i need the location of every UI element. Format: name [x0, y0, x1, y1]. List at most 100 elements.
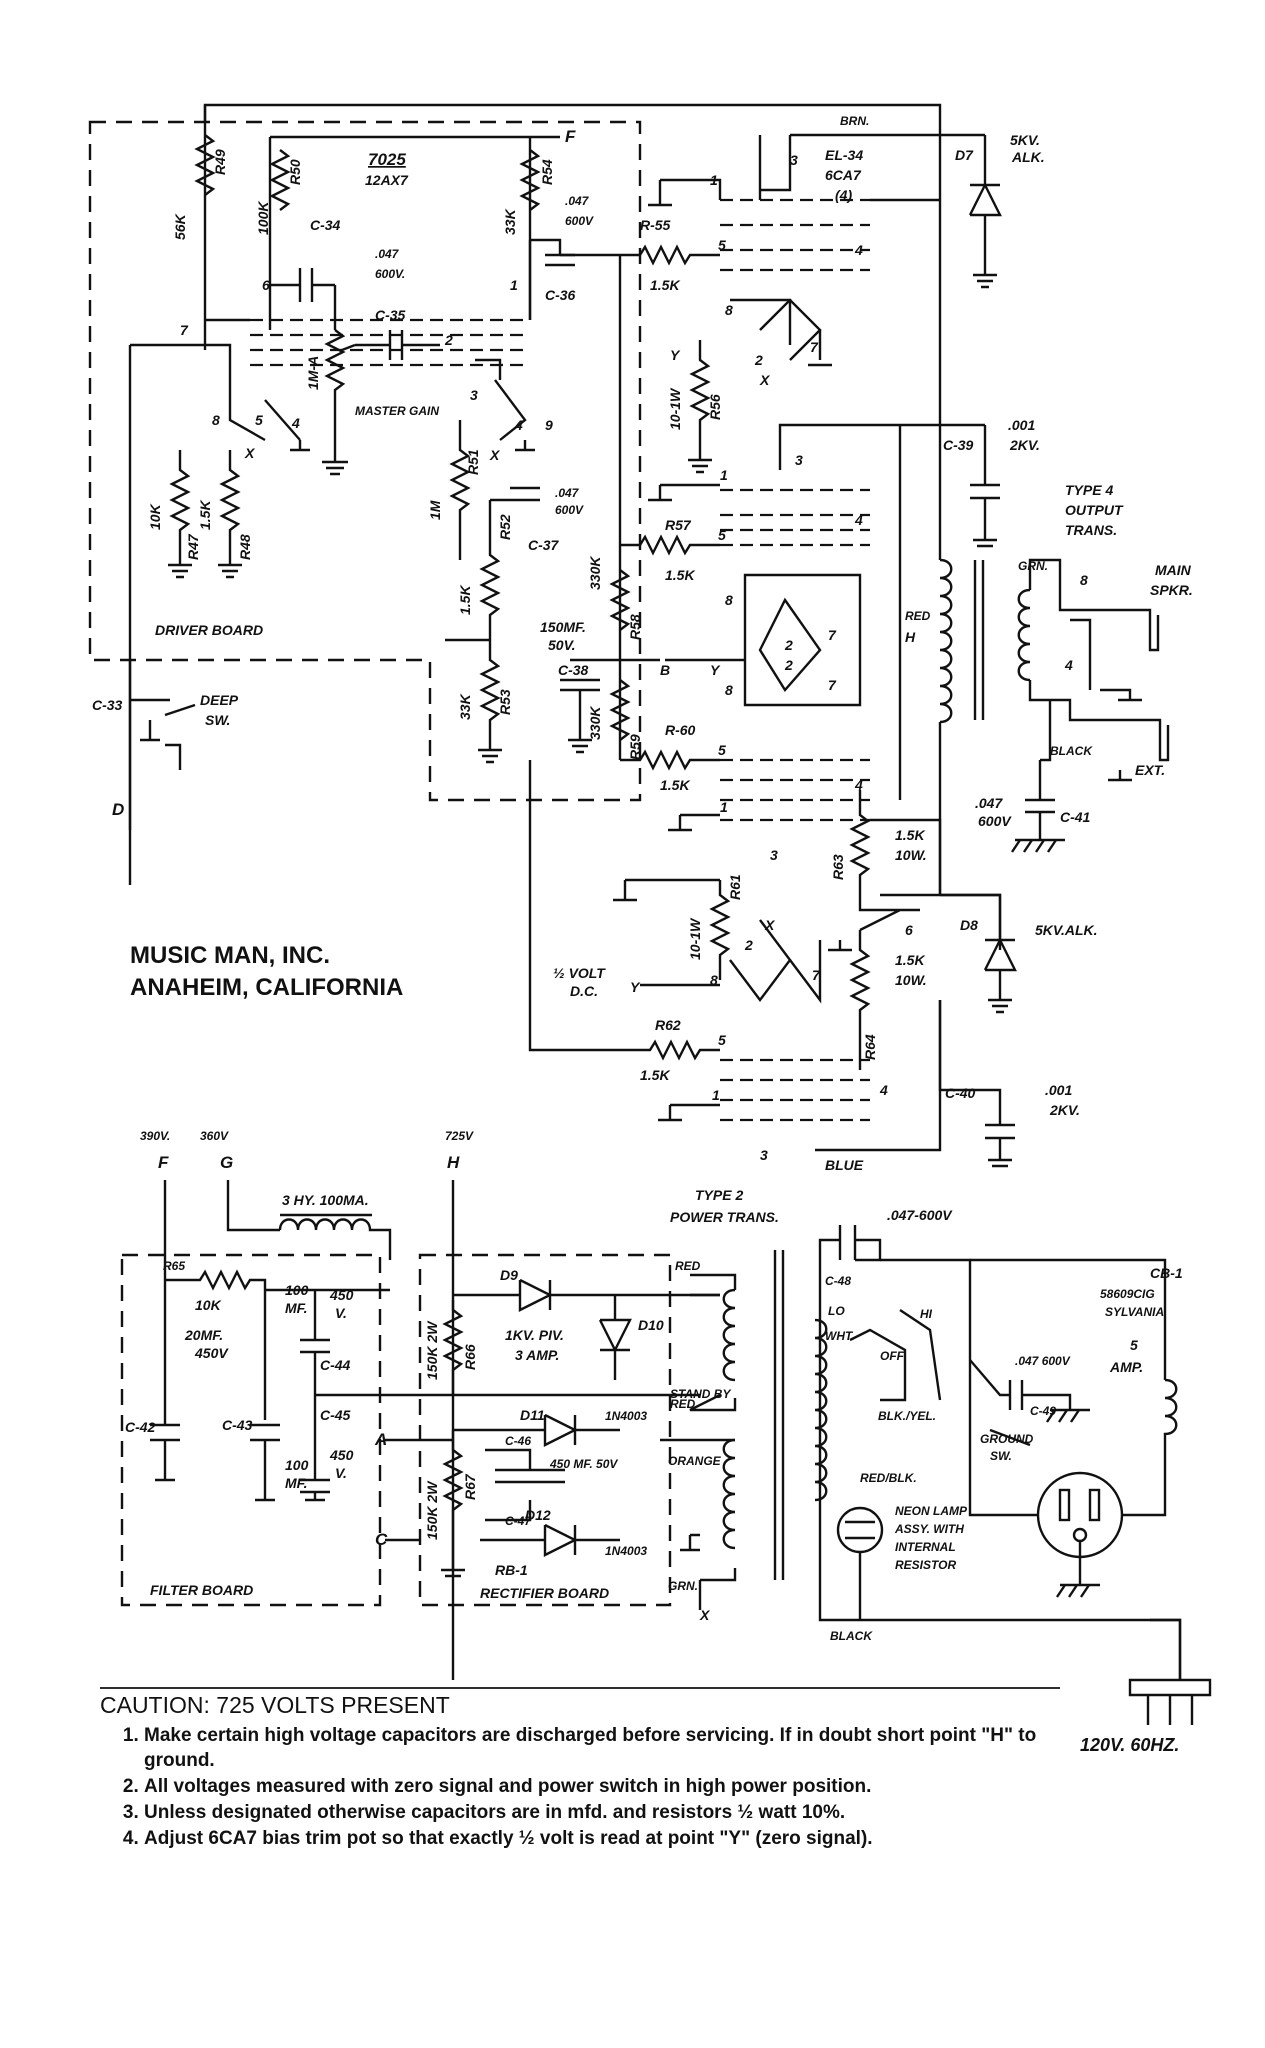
svg-text:C-39: C-39	[943, 437, 974, 453]
bias-check-point: ½ VOLT D.C. Y	[553, 965, 720, 999]
svg-text:2KV.: 2KV.	[1009, 437, 1040, 453]
capacitor-c40: C-40 .001 2KV.	[938, 1000, 1080, 1168]
svg-text:OUTPUT: OUTPUT	[1065, 502, 1124, 518]
svg-text:725V: 725V	[445, 1129, 474, 1143]
svg-text:C-45: C-45	[320, 1407, 351, 1423]
notes-list: Make certain high voltage capacitors are…	[100, 1723, 1060, 1851]
supply-node-labels: 390V. 360V 725V F G H A C	[140, 1129, 474, 1549]
svg-text:.047 600V: .047 600V	[1015, 1354, 1071, 1368]
resistor-r51: 1M R51	[427, 420, 481, 560]
resistor-r48: 1.5K R48	[197, 450, 253, 579]
capacitor-c45: 100 MF. 450 V. C-45	[285, 1395, 354, 1502]
svg-text:600V: 600V	[555, 503, 584, 517]
svg-text:BLACK: BLACK	[1050, 744, 1093, 758]
svg-text:TYPE 2: TYPE 2	[695, 1187, 743, 1203]
svg-text:6: 6	[262, 277, 270, 293]
svg-text:WHT.: WHT.	[825, 1329, 855, 1343]
diodes-d11-d12: D11 D12 1N4003 1N4003	[453, 1407, 647, 1558]
bias-network: 330K R58 330K R59 150MF. 50V. C-38 B	[540, 556, 670, 760]
svg-text:R65: R65	[163, 1259, 185, 1273]
svg-text:BLUE: BLUE	[825, 1157, 864, 1173]
svg-text:8: 8	[212, 412, 220, 428]
svg-text:450 MF. 50V: 450 MF. 50V	[549, 1457, 618, 1471]
svg-text:RED: RED	[670, 1397, 696, 1411]
svg-text:R-55: R-55	[640, 217, 671, 233]
resistor-r62: R62 1.5K 5	[528, 770, 726, 1083]
svg-text:.047: .047	[375, 247, 400, 261]
svg-text:1.5K: 1.5K	[640, 1067, 670, 1083]
svg-text:1: 1	[720, 799, 728, 815]
svg-text:1: 1	[510, 277, 518, 293]
svg-text:600V: 600V	[978, 813, 1012, 829]
svg-text:7: 7	[828, 627, 837, 643]
master-gain-pot: 1M-A MASTER GAIN	[305, 285, 439, 476]
diode-d8: D8 5KV.ALK.	[940, 893, 1098, 1014]
resistor-r47: 10K R47	[147, 450, 201, 579]
svg-text:1.5K: 1.5K	[650, 277, 680, 293]
capacitor-c35: C-35	[355, 307, 440, 360]
svg-text:6CA7: 6CA7	[825, 167, 862, 183]
svg-text:4: 4	[879, 1082, 888, 1098]
svg-text:7: 7	[810, 339, 819, 355]
svg-text:R50: R50	[287, 159, 303, 185]
svg-text:POWER TRANS.: POWER TRANS.	[670, 1209, 779, 1225]
resistor-r49: 56K R49	[172, 134, 228, 240]
svg-text:R56: R56	[707, 394, 723, 420]
svg-text:V.: V.	[335, 1305, 347, 1321]
svg-text:360V: 360V	[200, 1129, 229, 1143]
svg-text:C-49: C-49	[1030, 1404, 1056, 1418]
svg-text:5: 5	[718, 1032, 726, 1048]
svg-text:10-1W: 10-1W	[667, 387, 683, 430]
svg-text:1.5K: 1.5K	[197, 500, 213, 530]
svg-text:150K 2W: 150K 2W	[424, 1320, 440, 1380]
driver-left-wiring: 7 6 1 2	[128, 277, 518, 885]
svg-text:5: 5	[718, 237, 726, 253]
svg-text:C-40: C-40	[945, 1085, 976, 1101]
svg-text:4: 4	[854, 242, 863, 258]
svg-text:TRANS.: TRANS.	[1065, 522, 1117, 538]
svg-text:1N4003: 1N4003	[605, 1544, 647, 1558]
note-item: Make certain high voltage capacitors are…	[144, 1723, 1060, 1773]
svg-text:.047: .047	[975, 795, 1003, 811]
company-location: ANAHEIM, CALIFORNIA	[130, 974, 404, 1001]
svg-text:1.5K: 1.5K	[660, 777, 690, 793]
svg-text:20MF.: 20MF.	[184, 1327, 223, 1343]
svg-text:C-37: C-37	[528, 537, 560, 553]
rectifier-board-label: RECTIFIER BOARD	[480, 1585, 609, 1601]
svg-text:D.C.: D.C.	[570, 983, 598, 999]
svg-text:3: 3	[470, 387, 478, 403]
resistor-r55: R-55 1.5K 5	[560, 217, 726, 293]
svg-text:33K: 33K	[457, 693, 473, 720]
svg-text:330K: 330K	[587, 556, 603, 590]
svg-text:8: 8	[725, 682, 733, 698]
svg-text:DEEP: DEEP	[200, 692, 239, 708]
svg-text:R62: R62	[655, 1017, 681, 1033]
resistor-r67: 150K 2W R67	[385, 1430, 478, 1578]
svg-text:F: F	[158, 1153, 169, 1172]
svg-text:56K: 56K	[172, 213, 188, 240]
svg-text:.047: .047	[555, 486, 580, 500]
output-tube-2: 3 1 4	[648, 423, 940, 547]
diode-d9-d10: D9 D10 1KV. PIV. 3 AMP.	[453, 1267, 720, 1380]
svg-text:X: X	[759, 372, 771, 388]
svg-text:R67: R67	[462, 1473, 478, 1500]
svg-text:C-34: C-34	[310, 217, 341, 233]
svg-text:C: C	[375, 1530, 388, 1549]
svg-text:X: X	[244, 445, 256, 461]
svg-text:10K: 10K	[195, 1297, 222, 1313]
svg-text:5: 5	[718, 742, 726, 758]
svg-text:8: 8	[1080, 572, 1088, 588]
diode-d7: D7 5KV. ALK.	[955, 132, 1045, 289]
svg-text:C-42: C-42	[125, 1419, 156, 1435]
note-item: Adjust 6CA7 bias trim pot so that exactl…	[144, 1826, 1060, 1851]
svg-text:1.5K: 1.5K	[457, 585, 473, 615]
svg-text:R52: R52	[497, 514, 513, 540]
svg-text:C-43: C-43	[222, 1417, 253, 1433]
resistor-r57: R57 1.5K 5	[620, 517, 726, 583]
resistor-r65: R65 10K	[163, 1259, 267, 1420]
svg-text:3: 3	[760, 1147, 768, 1163]
svg-text:3 HY. 100MA.: 3 HY. 100MA.	[282, 1192, 369, 1208]
svg-text:GRN.: GRN.	[668, 1579, 698, 1593]
speaker-jacks: MAIN SPKR. EXT.	[1100, 562, 1193, 782]
svg-text:10W.: 10W.	[895, 972, 927, 988]
